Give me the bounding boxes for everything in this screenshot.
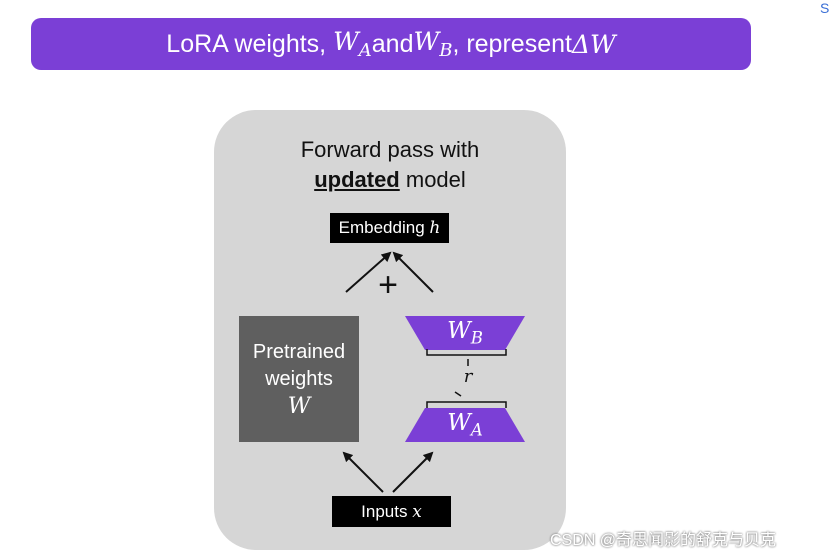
inputs-label: Inputs <box>361 501 408 521</box>
panel-title-rest: model <box>399 167 466 192</box>
rank-bracket-bottom <box>426 401 507 408</box>
title-and: and <box>371 29 414 58</box>
panel-title-line2: updated model <box>214 165 566 195</box>
title-wb-base: W <box>413 27 440 57</box>
lora-b-trapezoid <box>405 316 525 350</box>
watermark: CSDN @奇思闻影的舒克与贝克 <box>550 532 777 549</box>
title-mid: , represent <box>452 29 572 58</box>
title-prefix: LoRA weights, <box>166 29 327 58</box>
title-wa-sub: A <box>358 39 372 61</box>
lora-b-math: WB <box>447 318 483 347</box>
pretrained-var: W <box>287 393 311 419</box>
title-delta: ΔW <box>571 29 616 59</box>
arrow-input-to-pretrained <box>342 451 384 493</box>
panel-title: Forward pass with updated model <box>214 135 566 195</box>
inputs-var: x <box>412 501 422 522</box>
rank-bracket-top <box>426 349 507 356</box>
pretrained-line1: Pretrained <box>252 340 346 363</box>
lora-b-base: W <box>447 318 471 345</box>
embedding-box: Embedding h <box>330 213 449 243</box>
title-wb-sub: B <box>439 39 453 61</box>
rank-tick-bottom <box>454 391 462 397</box>
lora-b-label: WB <box>405 316 525 350</box>
lora-a-label: WA <box>405 408 525 442</box>
lora-a-sub: A <box>470 420 483 440</box>
title-banner: LoRA weights, WA and WB, represent ΔW <box>31 18 751 70</box>
title-wb: WB <box>414 27 453 61</box>
arrow-pretrained-to-embedding <box>345 251 392 293</box>
embedding-var: h <box>429 218 441 238</box>
embedding-label: Embedding <box>338 218 425 237</box>
panel-title-bold: updated <box>314 167 400 192</box>
panel-title-line1: Forward pass with <box>300 137 480 162</box>
title-wa-base: W <box>333 27 359 57</box>
arrow-input-to-lora <box>392 451 434 493</box>
rank-label: r <box>463 366 473 387</box>
pretrained-line2: weights <box>265 367 333 390</box>
arrow-lora-to-embedding <box>392 251 434 293</box>
lora-a-trapezoid <box>405 408 525 442</box>
inputs-box: Inputs x <box>332 496 451 527</box>
corner-glyph: S <box>820 0 830 16</box>
pretrained-weights-box: Pretrained weights W <box>239 316 359 442</box>
lora-b-sub: B <box>470 328 483 348</box>
lora-a-base: W <box>447 410 471 437</box>
sum-operator: + <box>378 266 398 304</box>
lora-a-math: WA <box>447 410 483 439</box>
title-wa: WA <box>333 27 372 61</box>
